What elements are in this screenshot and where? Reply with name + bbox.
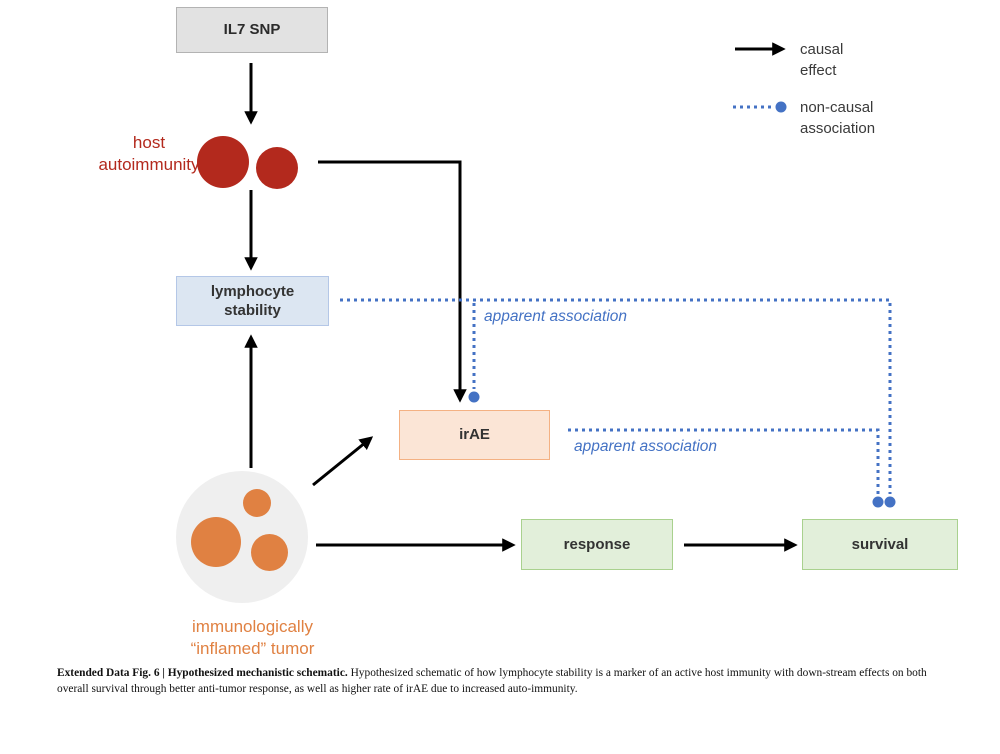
arrow-tumor-to-irae <box>312 436 374 487</box>
assoc-dot-survival-left <box>872 496 884 508</box>
node-irae-label: irAE <box>459 426 490 444</box>
node-lymphocyte-stability: lymphocyte stability <box>176 276 329 326</box>
figure-caption-body: Hypothesized schematic of how lymphocyte… <box>57 667 927 695</box>
node-lymphocyte-stability-line2: stability <box>224 302 281 319</box>
node-irae: irAE <box>399 410 550 460</box>
node-response-label: response <box>563 535 631 553</box>
node-survival: survival <box>802 519 958 570</box>
host-autoimmunity-circle-small <box>256 147 298 189</box>
assoc-lymphocyte-to-survival <box>340 298 892 494</box>
tumor-cell-circle-large <box>191 517 241 567</box>
legend-noncausal-association: non-causal association <box>800 97 875 139</box>
label-host-autoimmunity-line1: host <box>132 133 166 152</box>
node-il7-snp-label: IL7 SNP <box>223 21 281 39</box>
node-response: response <box>521 519 673 570</box>
annotation-apparent-association-2: apparent association <box>574 438 718 455</box>
figure-caption: Extended Data Fig. 6 | Hypothesized mech… <box>57 666 932 697</box>
label-inflamed-tumor-line1: immunologically <box>192 617 313 636</box>
node-il7-snp: IL7 SNP <box>176 7 328 53</box>
label-host-autoimmunity-line2: autoimmunity <box>98 155 200 174</box>
tumor-cell-circle-medium <box>251 534 288 571</box>
label-host-autoimmunity: host autoimmunity <box>88 132 210 176</box>
legend-noncausal-line2: association <box>800 120 876 137</box>
node-lymphocyte-stability-line1: lymphocyte <box>210 282 295 300</box>
legend-causal-effect: causal effect <box>800 39 843 81</box>
legend-noncausal-dot-icon <box>775 101 787 113</box>
label-inflamed-tumor-line2: “inflamed” tumor <box>190 639 315 658</box>
legend-causal-line1: causal <box>800 41 844 58</box>
legend-noncausal-line1: non-causal <box>800 99 874 116</box>
figure-caption-title: Extended Data Fig. 6 | Hypothesized mech… <box>57 667 348 679</box>
host-autoimmunity-circle-large <box>197 136 249 188</box>
assoc-dot-survival-right <box>884 496 896 508</box>
assoc-dot-irae <box>468 391 480 403</box>
node-survival-label: survival <box>851 535 909 553</box>
assoc-irae-to-survival <box>568 428 880 494</box>
tumor-cell-circle-small <box>243 489 271 517</box>
annotation-apparent-association-1: apparent association <box>484 308 628 325</box>
label-inflamed-tumor: immunologically “inflamed” tumor <box>150 616 355 660</box>
legend-causal-line2: effect <box>800 62 837 79</box>
arrow-host-to-irae <box>318 160 467 403</box>
